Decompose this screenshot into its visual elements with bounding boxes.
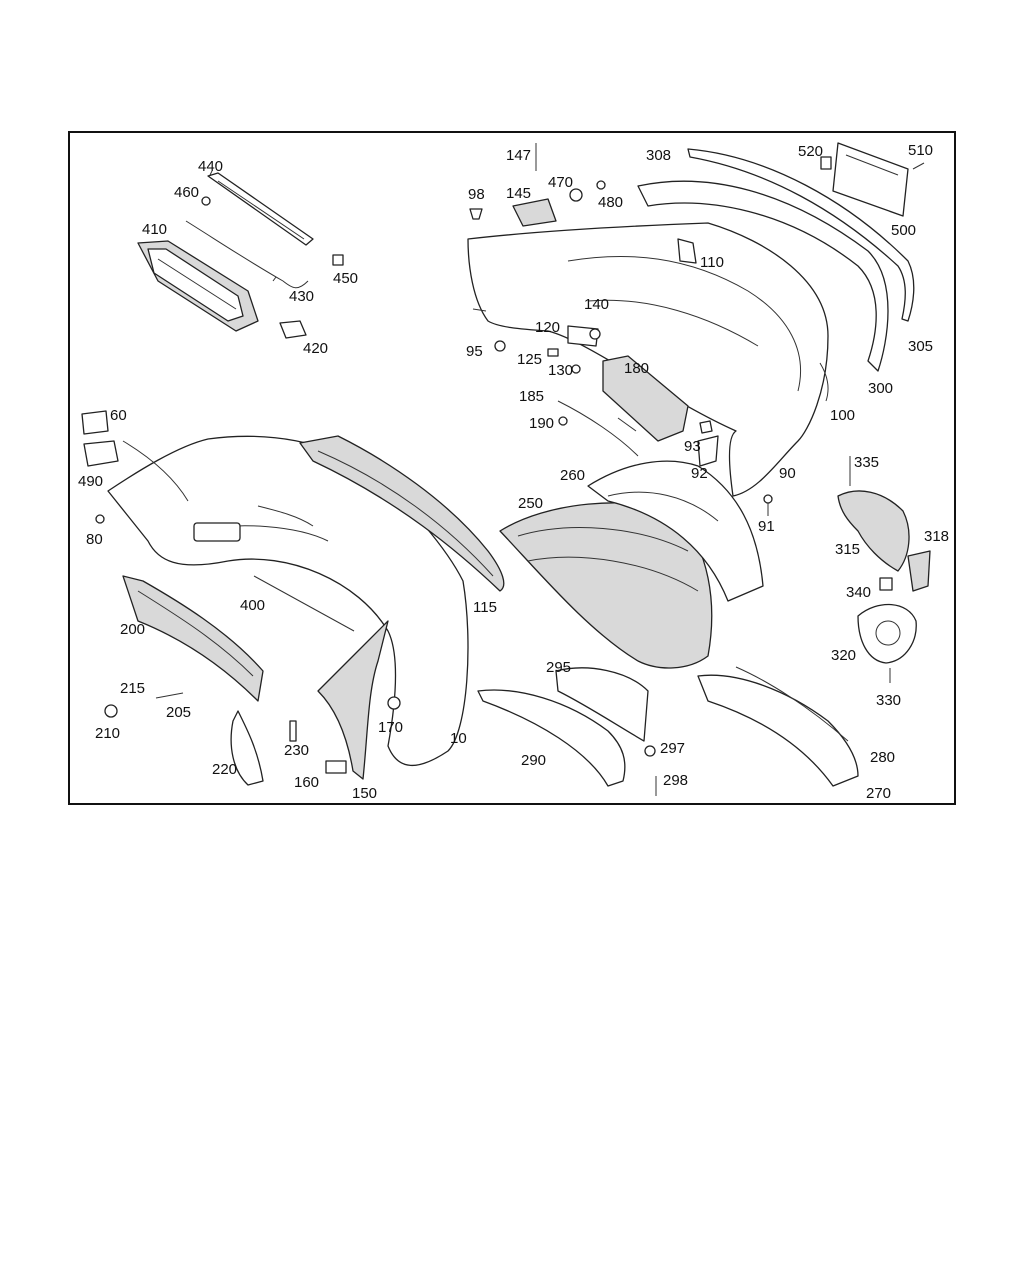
- callout-60: 60: [110, 407, 127, 424]
- callout-308: 308: [646, 147, 671, 164]
- part-320-housing: [857, 603, 917, 664]
- callout-295: 295: [546, 659, 571, 676]
- callout-185: 185: [519, 388, 544, 405]
- callout-147: 147: [506, 147, 531, 164]
- callout-510: 510: [908, 142, 933, 159]
- part-200-bracket: [122, 575, 264, 702]
- callout-430: 430: [289, 288, 314, 305]
- part-305-strip: [687, 148, 915, 322]
- part-10-bumper-front: [107, 435, 469, 767]
- callout-330: 330: [876, 692, 901, 709]
- callout-125: 125: [517, 351, 542, 368]
- callout-320: 320: [831, 647, 856, 664]
- callout-200: 200: [120, 621, 145, 638]
- part-90-bumper-upper: [467, 222, 829, 497]
- part-480-nut: [596, 180, 606, 190]
- callout-420: 420: [303, 340, 328, 357]
- callout-315: 315: [835, 541, 860, 558]
- part-260-diffuser-upper: [587, 460, 764, 602]
- part-180-bracket: [602, 355, 689, 442]
- callout-205: 205: [166, 704, 191, 721]
- part-400-wire: [253, 575, 355, 632]
- callout-230: 230: [284, 742, 309, 759]
- part-250-diffuser: [499, 502, 713, 669]
- callout-220: 220: [212, 761, 237, 778]
- callout-140: 140: [584, 296, 609, 313]
- callout-450: 450: [333, 270, 358, 287]
- callout-318: 318: [924, 528, 949, 545]
- callout-110: 110: [700, 254, 724, 271]
- callout-470: 470: [548, 174, 573, 191]
- part-430-wire: [185, 220, 309, 289]
- part-270-diffuser: [697, 674, 859, 787]
- part-150-bracket: [317, 620, 389, 780]
- callout-120: 120: [535, 319, 560, 336]
- part-460-clip: [201, 196, 211, 206]
- callout-145: 145: [506, 185, 531, 202]
- callout-10: 10: [450, 730, 467, 747]
- part-520-clip: [820, 156, 832, 170]
- part-290-trim: [477, 689, 626, 787]
- callout-95: 95: [466, 343, 483, 360]
- callout-98: 98: [468, 186, 485, 203]
- part-470-grommet: [569, 188, 583, 202]
- callout-490: 490: [78, 473, 103, 490]
- part-300-trim: [637, 180, 889, 372]
- callout-210: 210: [95, 725, 120, 742]
- callout-labels: 440 460 410 450 430 420 147 98 145 470 4…: [78, 142, 949, 802]
- callout-215: 215: [120, 680, 145, 697]
- part-115-beam: [299, 435, 505, 592]
- callout-480: 480: [598, 194, 623, 211]
- callout-170: 170: [378, 719, 403, 736]
- callout-250: 250: [518, 495, 543, 512]
- part-315-housing: [837, 490, 910, 572]
- callout-340: 340: [846, 584, 871, 601]
- callout-500: 500: [891, 222, 916, 239]
- callout-92: 92: [691, 465, 708, 482]
- callout-190: 190: [529, 415, 554, 432]
- callout-260: 260: [560, 467, 585, 484]
- part-450-connector: [332, 254, 344, 266]
- part-60-plate: [81, 410, 109, 435]
- leader-lines: [209, 170, 637, 432]
- part-490-cover: [83, 440, 119, 467]
- callout-440: 440: [198, 158, 223, 175]
- callout-305: 305: [908, 338, 933, 355]
- part-410-bracket: [137, 240, 259, 332]
- parts-diagram: 440 460 410 450 430 420 147 98 145 470 4…: [78, 142, 949, 802]
- callout-130: 130: [548, 362, 573, 379]
- callout-115: 115: [473, 599, 497, 616]
- callout-410: 410: [142, 221, 167, 238]
- callout-460: 460: [174, 184, 199, 201]
- callout-300: 300: [868, 380, 893, 397]
- callout-520: 520: [798, 143, 823, 160]
- callout-80: 80: [86, 531, 103, 548]
- callout-270: 270: [866, 785, 891, 802]
- part-340-nut: [879, 577, 893, 591]
- callout-280: 280: [870, 749, 895, 766]
- part-318-trim: [907, 550, 931, 592]
- part-440-strip: [207, 172, 314, 246]
- part-500-plate: [832, 142, 909, 217]
- callout-91: 91: [758, 518, 775, 535]
- part-420-sensor: [279, 320, 307, 339]
- part-145-bracket: [512, 198, 557, 227]
- callout-93: 93: [684, 438, 701, 455]
- callout-160: 160: [294, 774, 319, 791]
- callout-297: 297: [660, 740, 685, 757]
- callout-400: 400: [240, 597, 265, 614]
- callout-335: 335: [854, 454, 879, 471]
- callout-298: 298: [663, 772, 688, 789]
- callout-150: 150: [352, 785, 377, 802]
- callout-100: 100: [830, 407, 855, 424]
- callout-290: 290: [521, 752, 546, 769]
- callout-90: 90: [779, 465, 796, 482]
- part-295-shell: [555, 667, 649, 742]
- callout-180: 180: [624, 360, 649, 377]
